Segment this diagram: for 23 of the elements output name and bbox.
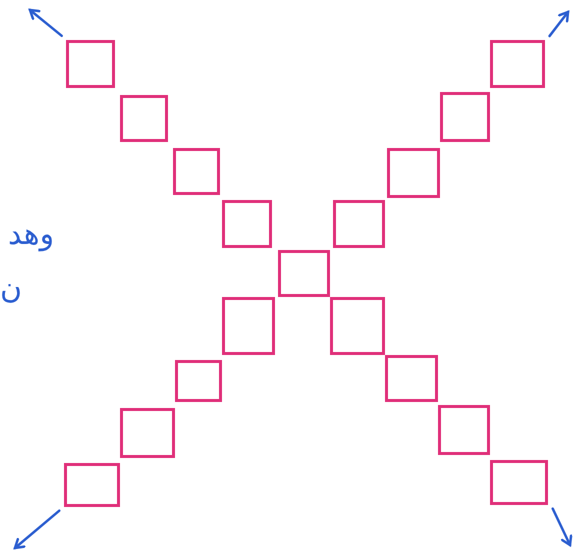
square xyxy=(66,40,115,88)
arrow xyxy=(552,507,572,546)
square xyxy=(222,200,272,248)
square xyxy=(333,200,385,248)
square xyxy=(385,355,438,402)
arrow xyxy=(14,509,61,550)
square xyxy=(278,250,330,297)
square xyxy=(330,297,385,355)
square xyxy=(440,92,490,142)
handwritten-text: وهد xyxy=(8,218,54,252)
square xyxy=(175,360,222,402)
square xyxy=(120,95,168,142)
handwritten-text: ن xyxy=(0,272,22,306)
square xyxy=(387,148,440,198)
square xyxy=(490,40,545,88)
square xyxy=(222,297,275,355)
arrow xyxy=(548,10,570,38)
square xyxy=(438,405,490,455)
arrow xyxy=(28,8,63,38)
square xyxy=(173,148,220,195)
square xyxy=(120,408,175,458)
square xyxy=(490,460,548,505)
square xyxy=(64,463,120,507)
